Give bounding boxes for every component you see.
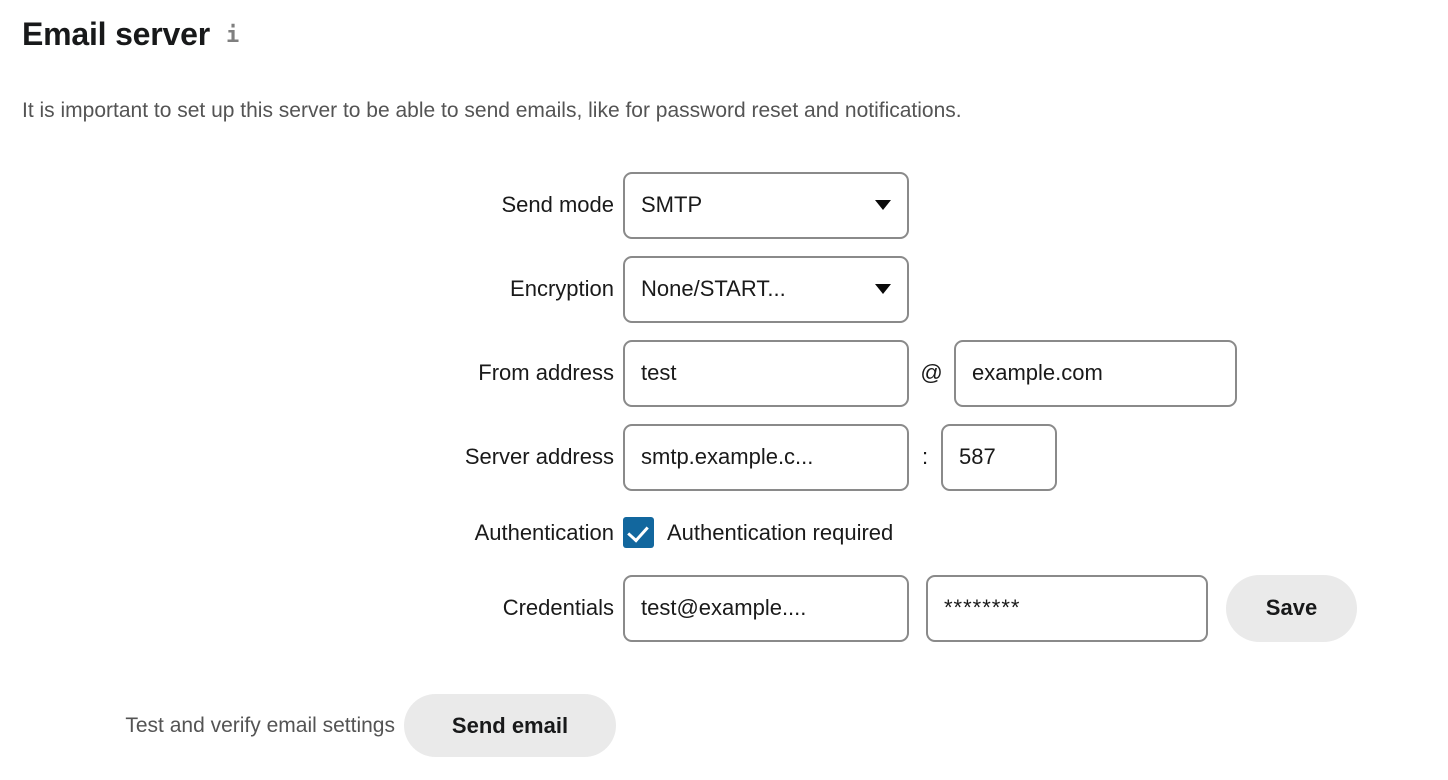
chevron-down-icon xyxy=(875,284,891,294)
authentication-label: Authentication xyxy=(474,519,614,545)
server-host-value: smtp.example.c... xyxy=(641,444,814,469)
test-email-label: Test and verify email settings xyxy=(125,713,395,737)
from-address-domain-value: example.com xyxy=(972,360,1103,385)
page-subtitle: It is important to set up this server to… xyxy=(22,99,962,122)
authentication-required-checkbox[interactable] xyxy=(623,517,654,548)
colon-separator: : xyxy=(921,444,929,469)
test-email-row: Test and verify email settings Send emai… xyxy=(0,694,616,757)
save-button[interactable]: Save xyxy=(1226,574,1357,642)
server-port-input[interactable]: 587 xyxy=(941,423,1057,491)
from-address-local-value: test xyxy=(641,360,677,385)
server-host-input[interactable]: smtp.example.c... xyxy=(623,423,909,491)
form-row-encryption: Encryption None/START... xyxy=(0,247,1448,331)
credentials-password-value: ******** xyxy=(944,595,1021,620)
authentication-required-label[interactable]: Authentication required xyxy=(667,519,894,545)
from-address-domain-input[interactable]: example.com xyxy=(954,339,1237,407)
form-row-credentials: Credentials test@example.... ******** Sa… xyxy=(0,566,1448,650)
at-separator: @ xyxy=(920,360,943,385)
form-row-from-address: From address test @ example.com xyxy=(0,331,1448,415)
from-address-label: From address xyxy=(478,360,614,385)
page-title: Email server xyxy=(22,16,210,52)
email-server-form: Send mode SMTP Encryption None/START... … xyxy=(0,163,1448,650)
send-mode-select[interactable]: SMTP xyxy=(623,171,909,239)
encryption-value: None/START... xyxy=(641,276,786,301)
credentials-username-input[interactable]: test@example.... xyxy=(623,574,909,642)
send-mode-label: Send mode xyxy=(501,192,614,217)
send-email-button[interactable]: Send email xyxy=(404,694,616,757)
form-row-send-mode: Send mode SMTP xyxy=(0,163,1448,247)
credentials-label: Credentials xyxy=(502,595,614,620)
encryption-label: Encryption xyxy=(510,276,614,301)
send-mode-value: SMTP xyxy=(641,192,703,217)
server-address-label: Server address xyxy=(464,444,614,469)
credentials-password-input[interactable]: ******** xyxy=(926,574,1208,642)
server-port-value: 587 xyxy=(959,444,996,469)
from-address-local-input[interactable]: test xyxy=(623,339,909,407)
info-icon[interactable]: i xyxy=(225,23,240,48)
encryption-select[interactable]: None/START... xyxy=(623,255,909,323)
chevron-down-icon xyxy=(875,200,891,210)
page-header: Email server i xyxy=(22,18,239,50)
form-row-server-address: Server address smtp.example.c... : 587 xyxy=(0,415,1448,499)
form-row-authentication: Authentication Authentication required xyxy=(0,499,1448,566)
credentials-username-value: test@example.... xyxy=(641,595,807,620)
